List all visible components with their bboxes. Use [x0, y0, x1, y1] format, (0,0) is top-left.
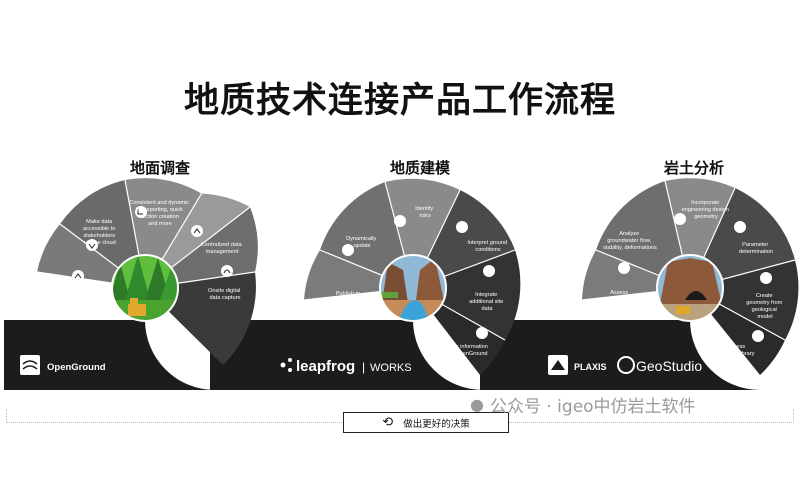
stage-wheel-geotechnical-analysis: Incorporate engineering design geometry …: [581, 178, 799, 375]
segment-text: Dynamically update: [346, 236, 378, 249]
better-decisions-label: ⟲ 做出更好的决策: [343, 412, 509, 433]
segment-text: Publish to: [336, 291, 361, 297]
svg-text:PLAXIS: PLAXIS: [574, 362, 607, 372]
segment-icon: [618, 213, 772, 342]
segment-text: Parameter determination: [739, 242, 773, 255]
svg-text:leapfrog: leapfrog: [296, 358, 355, 375]
segment-text: Create geometry from geological model: [746, 293, 784, 320]
watermark: ● 公众号 · igeo中仿岩土软件: [470, 392, 696, 417]
stage-wheel-ground-survey: Consistent and dynamic log reporting, qu…: [36, 178, 258, 365]
stage-title-ground-survey: 地面调查: [129, 159, 190, 177]
segment-text: Identify risks: [415, 206, 435, 219]
segment-text: Consistent and dynamic log reporting, qu…: [129, 200, 190, 227]
central-label: CENTRAL: [338, 298, 369, 305]
stage-title-geotechnical-analysis: 岩土分析: [663, 159, 724, 177]
svg-text:GeoStudio: GeoStudio: [636, 358, 702, 374]
page-title: 地质技术连接产品工作流程: [183, 81, 616, 121]
segment-text: Assess impact: [610, 290, 630, 303]
segment-text: Analyze groundwater flow, stability, def…: [603, 231, 657, 251]
segment-text: Access Central library: [720, 344, 755, 357]
wechat-icon: ●: [470, 395, 484, 414]
svg-text:OpenGround: OpenGround: [47, 362, 106, 373]
workflow-band: [4, 320, 215, 390]
watermark-text: 公众号 · igeo中仿岩土软件: [489, 397, 696, 417]
workflow-band: [480, 320, 760, 390]
segment-text: Onsite digital data capture: [208, 288, 242, 301]
svg-text:|: |: [362, 360, 365, 374]
segment-text: Interpret ground conditions: [467, 240, 508, 253]
geostudio-logo: GeoStudio: [617, 356, 702, 374]
stage-wheel-geological-modelling: Identify risks Interpret ground conditio…: [303, 178, 521, 375]
forest-illustration: [112, 255, 178, 321]
segment-icon: [72, 206, 233, 282]
better-decisions-text: 做出更好的决策: [403, 418, 470, 430]
segment-text: Make data accessible to stakeholders via…: [83, 219, 117, 246]
refresh-icon: ⟲: [382, 415, 394, 430]
plaxis-logo: PLAXIS: [548, 355, 607, 375]
stage-title-geological-modelling: 地质建模: [389, 159, 450, 177]
segment-text: Centralized data management: [201, 242, 243, 255]
leapfrog-logo: leapfrog | WORKS: [280, 358, 412, 375]
segment-text: Connected civil design and geological mo…: [42, 284, 94, 311]
openground-logo: OpenGround: [20, 355, 106, 375]
segment-text: Integrate additional site data: [469, 292, 505, 312]
svg-text:WORKS: WORKS: [370, 362, 412, 374]
segment-text: Access information from OpenGround: [441, 344, 490, 357]
workflow-band: [210, 320, 483, 390]
segment-text: Incorporate engineering design geometry: [682, 200, 731, 220]
segment-icon: [342, 215, 495, 339]
